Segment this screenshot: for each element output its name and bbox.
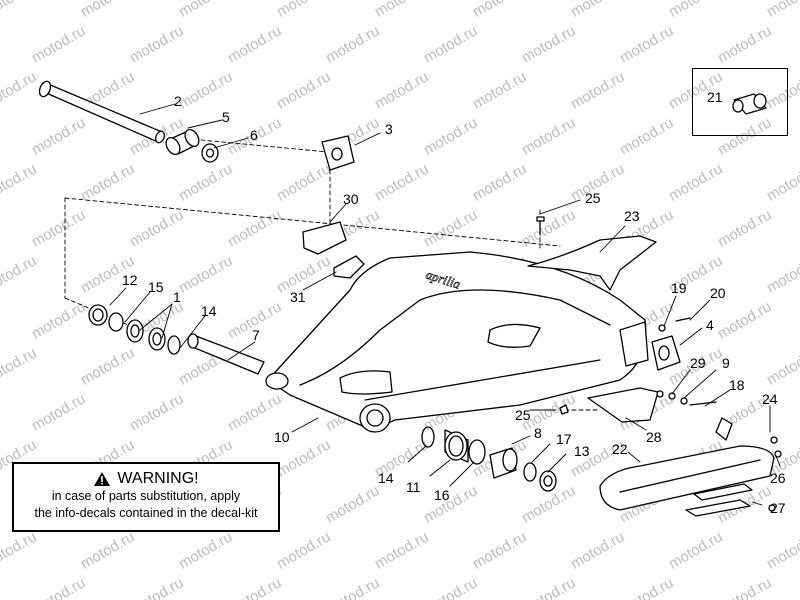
end-plug [732, 93, 767, 115]
seal-ring [468, 439, 486, 465]
bearing [148, 327, 166, 351]
washer-ring [774, 450, 782, 458]
circlip [167, 335, 181, 355]
part-label-27: 27 [770, 500, 786, 516]
warning-triangle-icon [94, 472, 111, 486]
warning-line-2: the info-decals contained in the decal-k… [34, 506, 258, 520]
part-label-4: 4 [706, 317, 714, 333]
washer-ring [668, 392, 676, 400]
part-label-19: 19 [671, 280, 687, 296]
washer-ring [768, 504, 776, 512]
warning-line-1: in case of parts substitution, apply [51, 489, 241, 503]
screw-part [536, 216, 545, 235]
part-label-6: 6 [250, 127, 258, 143]
pivot-nut [201, 143, 219, 163]
part-label-25-mid: 25 [515, 407, 531, 423]
part-label-24: 24 [762, 391, 778, 407]
part-label-2: 2 [174, 93, 182, 109]
part-label-12: 12 [122, 272, 138, 288]
swingarm: aprilia [265, 251, 649, 433]
part-label-5: 5 [222, 109, 230, 125]
part-label-13: 13 [574, 443, 590, 459]
part-label-31: 31 [290, 289, 306, 305]
part-label-14-right: 14 [378, 470, 394, 486]
part-label-23: 23 [624, 208, 640, 224]
part-label-21: 21 [707, 89, 723, 105]
part-label-28: 28 [646, 429, 662, 445]
circlip [421, 426, 435, 448]
cover-plate [302, 221, 347, 255]
warning-box: WARNING! in case of parts substitution, … [12, 462, 280, 532]
part-label-29: 29 [690, 355, 706, 371]
bolt-part [689, 401, 717, 406]
warning-title: WARNING! [117, 470, 199, 487]
inset-frame [692, 68, 788, 136]
part-label-18: 18 [729, 377, 745, 393]
bolt-part [675, 317, 691, 322]
decal-strip [693, 483, 753, 501]
spacer-tube [187, 333, 265, 375]
part-label-7: 7 [252, 327, 260, 343]
washer-ring [523, 462, 537, 482]
part-label-25-top: 25 [585, 190, 601, 206]
cover-plate-small [333, 255, 365, 279]
part-label-9: 9 [722, 355, 730, 371]
washer-ring [658, 324, 666, 332]
axis-guide-lines [64, 137, 601, 411]
part-label-1: 1 [173, 289, 181, 305]
washer-ring [108, 312, 124, 332]
warning-header: WARNING! [14, 470, 278, 488]
part-label-17: 17 [556, 431, 572, 447]
protection-plate [587, 387, 659, 423]
part-label-8: 8 [534, 425, 542, 441]
part-label-16: 16 [434, 487, 450, 503]
needle-bearing [444, 429, 469, 463]
part-label-30: 30 [343, 191, 359, 207]
chain-slider [599, 445, 775, 511]
leader-lines [109, 103, 781, 506]
bearing [126, 319, 144, 343]
washer-ring [680, 397, 688, 405]
part-label-10: 10 [274, 429, 290, 445]
screw-part [559, 404, 569, 415]
pivot-spindle [38, 80, 165, 144]
bracket-part [321, 135, 355, 171]
part-label-14-left: 14 [201, 303, 217, 319]
nut-part [539, 470, 557, 492]
part-label-11: 11 [406, 479, 421, 495]
washer-ring [770, 436, 778, 444]
part-label-26: 26 [770, 470, 786, 486]
part-label-15: 15 [148, 279, 164, 295]
pivot-bushing [165, 128, 200, 156]
bushing [489, 447, 518, 479]
part-label-20: 20 [710, 285, 726, 301]
part-label-3: 3 [385, 121, 393, 137]
chain-guard [527, 235, 657, 291]
decal-strip [685, 499, 751, 517]
seal-ring [88, 304, 108, 326]
part-label-22: 22 [612, 441, 628, 457]
